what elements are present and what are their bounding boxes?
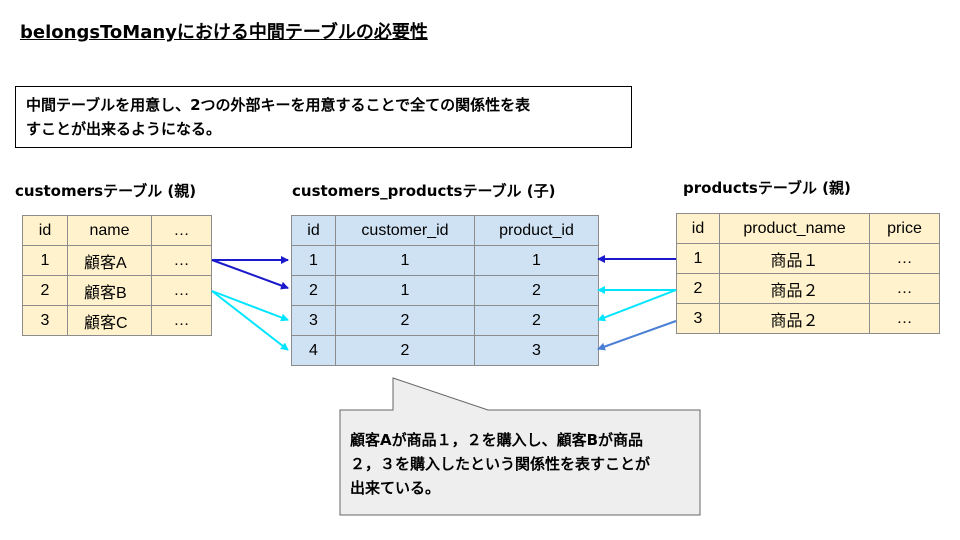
pivot-table: id customer_id product_id 1 1 1 2 1 2 3 … <box>291 215 599 366</box>
explanation-box: 中間テーブルを用意し、2つの外部キーを用意することで全ての関係性を表 すことが出… <box>15 86 632 148</box>
table-cell: 2 <box>474 275 599 306</box>
arrow-product2-pivot3 <box>597 289 677 322</box>
table-header-row: id product_name price <box>676 213 940 244</box>
table-cell: 1 <box>335 275 475 306</box>
pivot-table-label: customers_productsテーブル (子) <box>292 182 556 200</box>
callout-line-1: 顧客Aが商品１，２を購入し、顧客Bが商品 <box>350 431 644 449</box>
explanation-line-1: 中間テーブルを用意し、2つの外部キーを用意することで全ての関係性を表 <box>26 96 531 114</box>
table-row: 3 2 2 <box>291 305 599 336</box>
table-cell: 1 <box>291 245 336 276</box>
products-table: id product_name price 1 商品１ … 2 商品２ … 3 … <box>676 213 940 334</box>
table-cell: … <box>151 275 212 306</box>
table-cell: … <box>869 303 940 334</box>
table-row: 2 商品２ … <box>676 273 940 304</box>
explanation-line-2: すことが出来るようになる。 <box>26 120 222 138</box>
callout-line-3: 出来ている。 <box>350 479 441 497</box>
table-row: 2 1 2 <box>291 275 599 306</box>
customers-table: id name … 1 顧客A … 2 顧客B … 3 顧客C … <box>22 215 212 336</box>
header-cell: id <box>22 215 68 246</box>
table-cell: 3 <box>676 303 720 334</box>
arrow-customer2-pivot3 <box>211 290 289 322</box>
table-cell: 2 <box>335 305 475 336</box>
header-cell: product_name <box>719 213 870 244</box>
table-cell: 3 <box>22 305 68 336</box>
table-cell: 商品２ <box>719 303 870 334</box>
arrow-customer2-pivot4 <box>211 290 289 351</box>
arrow-customer1-pivot2 <box>211 259 289 290</box>
callout-line-2: ２，３を購入したという関係性を表すことが <box>350 455 651 473</box>
table-row: 3 商品２ … <box>676 303 940 334</box>
callout-bubble <box>339 377 701 516</box>
table-row: 2 顧客B … <box>22 275 212 306</box>
table-cell: 顧客A <box>67 245 152 276</box>
header-cell: customer_id <box>335 215 475 246</box>
table-cell: 1 <box>22 245 68 276</box>
table-cell: … <box>151 305 212 336</box>
table-cell: 2 <box>22 275 68 306</box>
table-row: 4 2 3 <box>291 335 599 366</box>
table-cell: 1 <box>676 243 720 274</box>
table-cell: 顧客C <box>67 305 152 336</box>
table-cell: 3 <box>474 335 599 366</box>
header-cell: name <box>67 215 152 246</box>
page-title: belongsToManyにおける中間テーブルの必要性 <box>20 22 428 43</box>
header-cell: … <box>151 215 212 246</box>
table-cell: … <box>151 245 212 276</box>
header-cell: product_id <box>474 215 599 246</box>
customers-table-label: customersテーブル (親) <box>15 182 197 200</box>
table-row: 1 顧客A … <box>22 245 212 276</box>
table-cell: 3 <box>291 305 336 336</box>
arrow-product3-pivot4 <box>597 320 677 351</box>
table-cell: 顧客B <box>67 275 152 306</box>
table-row: 3 顧客C … <box>22 305 212 336</box>
table-cell: 2 <box>474 305 599 336</box>
table-cell: … <box>869 243 940 274</box>
table-cell: 商品２ <box>719 273 870 304</box>
callout-text: 顧客Aが商品１，２を購入し、顧客Bが商品 ２，３を購入したという関係性を表すこと… <box>350 428 690 500</box>
table-header-row: id name … <box>22 215 212 246</box>
table-cell: 2 <box>676 273 720 304</box>
table-cell: 2 <box>335 335 475 366</box>
header-cell: id <box>676 213 720 244</box>
products-table-label: productsテーブル (親) <box>683 179 851 197</box>
table-cell: 1 <box>335 245 475 276</box>
table-cell: … <box>869 273 940 304</box>
